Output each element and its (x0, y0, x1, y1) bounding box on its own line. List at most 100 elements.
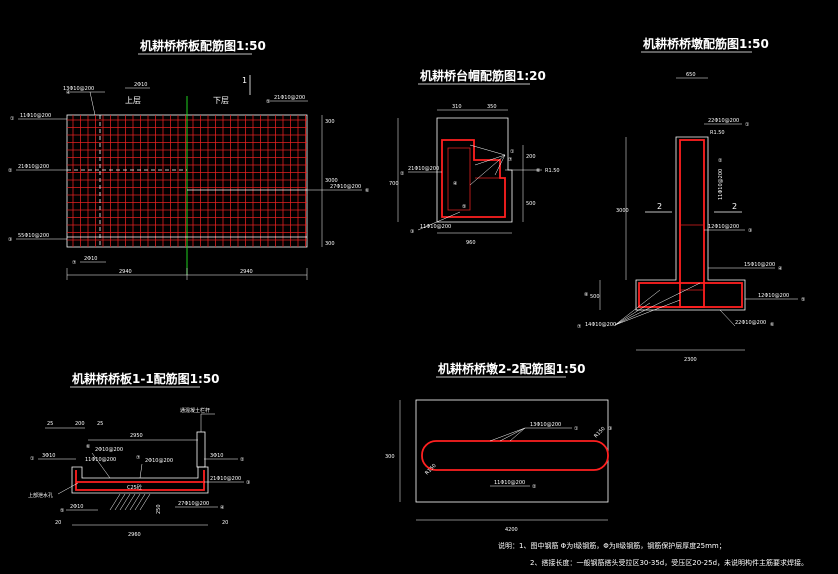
rebar-label: 12Φ10@200 (758, 293, 789, 299)
section-hatch (109, 493, 151, 511)
rebar-label: 15Φ10@200 (744, 262, 775, 268)
rebar-label: 2Φ10@200 (95, 447, 123, 453)
circled-number: ⑦ (72, 260, 77, 266)
circled-number: ⑤ (462, 204, 466, 210)
dim-text: 2940 (240, 269, 253, 275)
section-mark: 2 (657, 202, 662, 211)
section-rebar (75, 470, 205, 491)
rebar-label: 13Φ10@200 (530, 422, 561, 428)
drain-label: 上部泄水孔 (28, 492, 53, 499)
rebar-label: 12Φ10@200 (708, 224, 739, 230)
circled-number: ① (574, 426, 579, 432)
dim-text: 2300 (684, 357, 697, 363)
footing-rebar (638, 282, 743, 308)
circled-number: ⑥ (536, 168, 541, 174)
circled-number: ① (30, 456, 35, 462)
dim-text: 250 (156, 504, 162, 514)
circled-number: ⑥ (86, 444, 91, 450)
circled-number: ① (510, 149, 515, 155)
hatch-line (119, 493, 131, 511)
rebar-label: 3Φ10 (210, 453, 223, 459)
dim-text: 200 (526, 154, 536, 160)
circled-number: ⑤ (60, 508, 64, 514)
dim-text: 300 (325, 119, 335, 125)
abutment-wall-drawing: 650 3000 500 2300 22Φ10@200 R1.50 11Φ10@… (577, 72, 805, 363)
rebar-label: 55Φ10@200 (18, 233, 49, 239)
rebar-label: 22Φ10@200 (735, 320, 766, 326)
rebar-label: 11Φ10@200 (20, 113, 51, 119)
dim-text: 200 (75, 421, 85, 427)
circled-number: ④ (778, 266, 783, 272)
circled-number: ① (10, 116, 15, 122)
rebar-label: 27Φ10@200 (330, 184, 361, 190)
dim-text: 300 (385, 454, 395, 460)
hatch-line (129, 493, 141, 511)
dim-text: 350 (487, 104, 497, 110)
dim-text: 500 (526, 201, 536, 207)
rebar-label: 11Φ10@200 (494, 480, 525, 486)
rebar-label: 14Φ10@200 (585, 322, 616, 328)
section-mark: 2 (732, 202, 737, 211)
hatch-line (124, 493, 136, 511)
circled-number: ④ (453, 181, 458, 187)
note-line-1: 说明：1、图中钢筋 Φ为Ⅰ级钢筋，Φ为Ⅱ级钢筋，钢筋保护层厚度25mm； (498, 541, 726, 550)
circled-number: ③ (8, 237, 12, 243)
slab-section-drawing: 通混凝土栏杆 上部泄水孔 C25砼 25 200 25 2950 2960 20… (28, 407, 250, 538)
dim-text: 25 (47, 421, 53, 427)
circled-number: ③ (410, 229, 414, 235)
rebar-label: 11Φ10@200 (718, 169, 724, 200)
dim-text: 20 (222, 520, 228, 526)
dim-text: 25 (97, 421, 103, 427)
abutment-cap-drawing: 310 350 700 200 500 960 21Φ10@200 11Φ10@… (389, 104, 560, 246)
circled-number: ③ (748, 228, 752, 234)
hatch-line (114, 493, 126, 511)
rebar-label: R1.50 (545, 168, 560, 174)
circled-number: ⑤ (266, 99, 270, 105)
dim-text: 3000 (325, 178, 338, 184)
circled-number: ⑦ (136, 455, 141, 461)
note-line-2: 2、搭接长度：一般钢筋搭头受拉区30-35d，受压区20-25d，未说明构件主筋… (530, 558, 808, 567)
circled-number: ⑥ (770, 322, 775, 328)
title-slab-section: 机耕桥桥板1-1配筋图1:50 (72, 371, 220, 386)
circled-number: ① (745, 122, 750, 128)
railing-post (196, 431, 206, 468)
circled-number: ⑦ (577, 324, 582, 330)
concrete-label: C25砼 (127, 484, 142, 491)
title-abutment-cap: 机耕桥台帽配筋图1:20 (420, 68, 546, 83)
wall-outline (635, 136, 746, 311)
circled-number: ② (8, 168, 13, 174)
circled-number: ⑥ (365, 188, 370, 194)
dim-text: 2940 (119, 269, 132, 275)
rebar-label: 21Φ10@200 (18, 164, 49, 170)
cap-rebar (441, 139, 506, 218)
rebar-label: R150 (593, 426, 606, 439)
title-slab-plan: 机耕桥桥板配筋图1:50 (140, 38, 266, 53)
rebar-label: 21Φ10@200 (210, 476, 241, 482)
rail-label: 通混凝土栏杆 (180, 407, 210, 414)
rebar-label: 3Φ10 (42, 453, 55, 459)
dim-text: 3000 (616, 208, 629, 214)
rebar-label: 2Φ10 (70, 504, 83, 510)
wall-rebar (679, 139, 705, 308)
rebar-label: 13Φ10@200 (63, 86, 94, 92)
circled-number: ② (718, 158, 723, 164)
slab-plan-drawing: 上层 下层 1 13Φ10@200 2Φ10 21Φ10@200 11Φ10@2… (8, 75, 370, 280)
rebar-label: 27Φ10@200 (178, 501, 209, 507)
circled-number: ② (240, 457, 245, 463)
rebar-label: 22Φ10@200 (708, 118, 739, 124)
circled-number: ⑤ (801, 297, 805, 303)
dim-text: 4200 (505, 527, 518, 533)
dim-text: 20 (55, 520, 61, 526)
dim-text: 700 (389, 181, 399, 187)
rebar-label: 2Φ10@200 (145, 458, 173, 464)
circled-number: ② (400, 171, 405, 177)
wall-section-rebar (421, 440, 609, 471)
hatch-line (109, 493, 121, 511)
wall-section-drawing: 300 4200 R150 13Φ10@200 11Φ10@200 R150 ①… (385, 399, 612, 533)
rebar-label: R1.50 (710, 130, 725, 136)
title-wall-section: 机耕桥桥墩2-2配筋图1:50 (438, 361, 586, 376)
hatch-line (139, 493, 151, 511)
circled-number: ④ (66, 90, 71, 96)
rebar-label: 11Φ10@200 (420, 224, 451, 230)
upper-layer-label: 上层 (125, 96, 141, 105)
